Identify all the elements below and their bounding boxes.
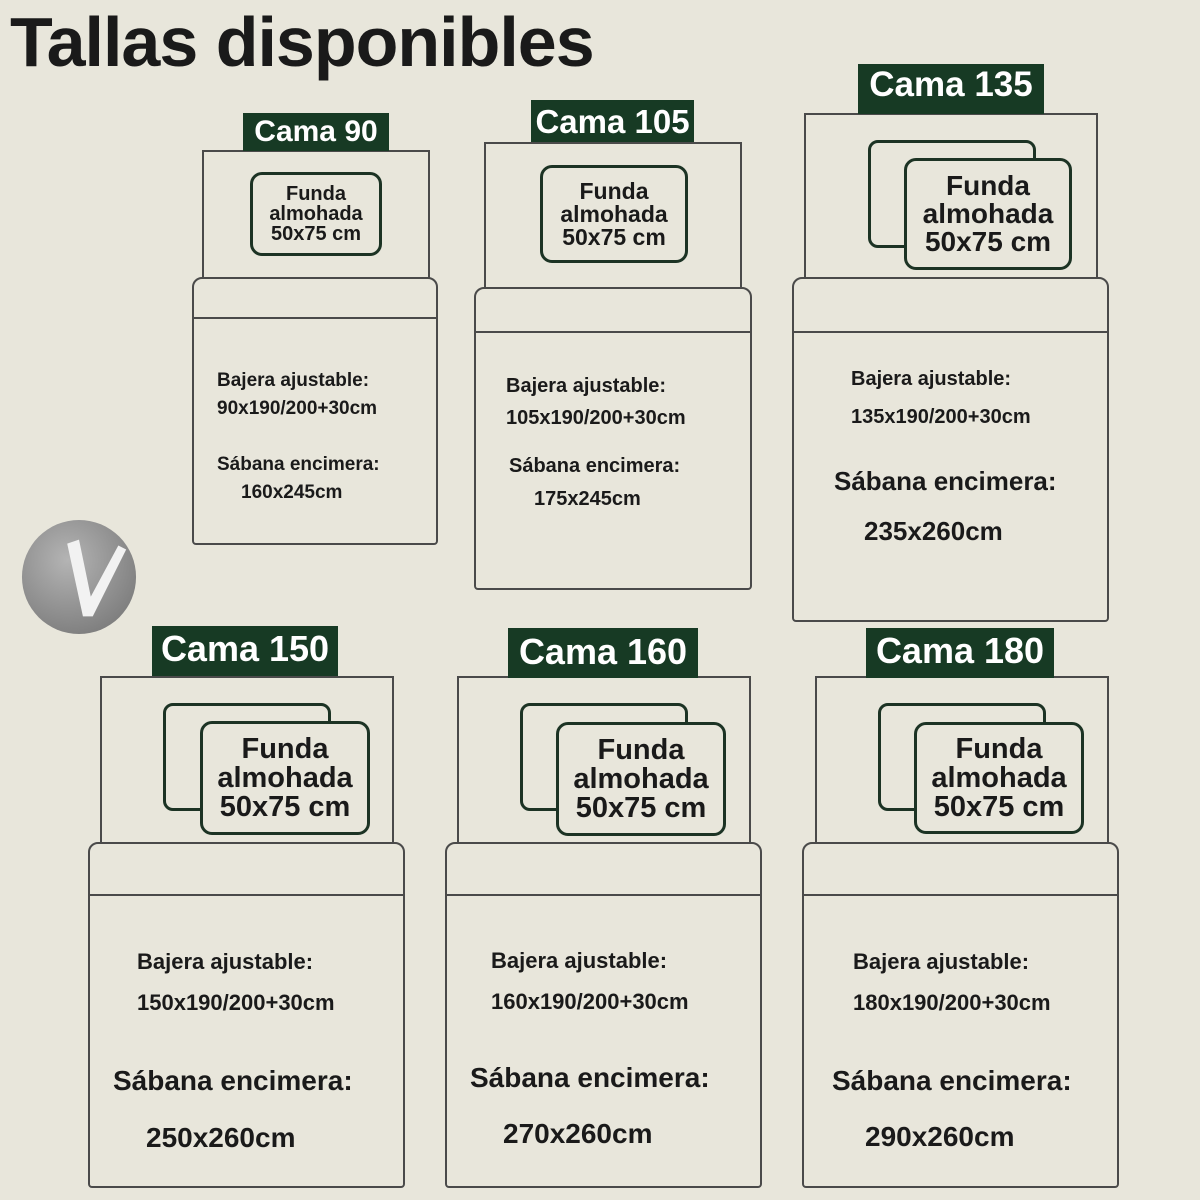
bajera-size: 160x190/200+30cm [491,989,689,1014]
pillow-label-line-3: 50x75 cm [270,223,362,245]
pillow-icon: Funda almohada 50x75 cm [250,172,382,256]
pillow-label-line-3: 50x75 cm [933,790,1065,823]
bajera-size: 135x190/200+30cm [851,406,1031,428]
sheet [474,287,752,590]
sheet [88,842,405,1188]
pillow-label-line-1: Funda [286,183,346,205]
sabana-label: Sábana encimera: [113,1065,353,1096]
pillow-label-line-2: almohada [269,203,363,225]
sabana-size: 235x260cm [864,516,1003,546]
pillow-label-line-2: almohada [573,762,709,795]
pillow-icon: Funda almohada 50x75 cm [556,722,726,836]
bajera-size: 180x190/200+30cm [853,990,1051,1015]
bajera-size: 105x190/200+30cm [506,407,686,429]
sheet-fold [792,331,1109,333]
bajera-label: Bajera ajustable: [491,948,668,973]
pillow-label-line-1: Funda [946,170,1030,201]
bed-size-tag: Cama 90 [243,113,389,151]
sabana-size: 250x260cm [146,1122,296,1153]
sabana-size: 160x245cm [241,482,343,503]
pillow-icon: Funda almohada 50x75 cm [914,722,1084,834]
sabana-label: Sábana encimera: [217,454,380,475]
sabana-label: Sábana encimera: [470,1062,710,1093]
bajera-label: Bajera ajustable: [506,375,667,397]
sabana-label: Sábana encimera: [832,1065,1072,1096]
bed-size-tag: Cama 150 [152,626,338,676]
pillow-label-line-2: almohada [217,761,353,794]
sheet [802,842,1119,1188]
pillow-label-line-2: almohada [931,761,1067,794]
bajera-label: Bajera ajustable: [217,370,370,391]
sabana-size: 270x260cm [503,1118,653,1149]
sheet [445,842,762,1188]
sabana-size: 290x260cm [865,1121,1015,1152]
pillow-label-line-1: Funda [241,732,329,765]
pillow-icon: Funda almohada 50x75 cm [200,721,370,835]
bed-size-tag: Cama 180 [866,628,1054,678]
bed-size-tag: Cama 135 [858,64,1044,114]
pillow-icon: Funda almohada 50x75 cm [540,165,688,263]
page-title: Tallas disponibles [10,3,595,81]
bajera-label: Bajera ajustable: [853,949,1030,974]
sheet-fold [192,317,438,319]
pillow-label-line-3: 50x75 cm [575,791,707,824]
sheet-fold [88,894,405,896]
sabana-label: Sábana encimera: [509,455,681,477]
pillow-label-line-1: Funda [579,177,649,204]
pillow-icon: Funda almohada 50x75 cm [904,158,1072,270]
pillow-label-line-2: almohada [560,200,668,227]
pillow-label-line-3: 50x75 cm [562,223,666,250]
pillow-label-line-3: 50x75 cm [219,790,351,823]
bajera-label: Bajera ajustable: [137,949,314,974]
bajera-size: 150x190/200+30cm [137,990,335,1015]
pillow-label-line-1: Funda [955,732,1043,765]
sheet-fold [802,894,1119,896]
bajera-label: Bajera ajustable: [851,368,1012,390]
sabana-size: 175x245cm [534,488,641,510]
sheet [792,277,1109,622]
pillow-label-line-3: 50x75 cm [924,226,1052,257]
bed-size-tag: Cama 105 [531,100,694,142]
bajera-size: 90x190/200+30cm [217,398,378,419]
sheet [192,277,438,545]
pillow-label-line-2: almohada [922,198,1054,229]
bed-size-tag: Cama 160 [508,628,698,678]
sheet-fold [445,894,762,896]
pillow-label-line-1: Funda [597,733,685,766]
brand-logo-icon [21,519,137,635]
sheet-fold [474,331,752,333]
sabana-label: Sábana encimera: [834,466,1057,496]
